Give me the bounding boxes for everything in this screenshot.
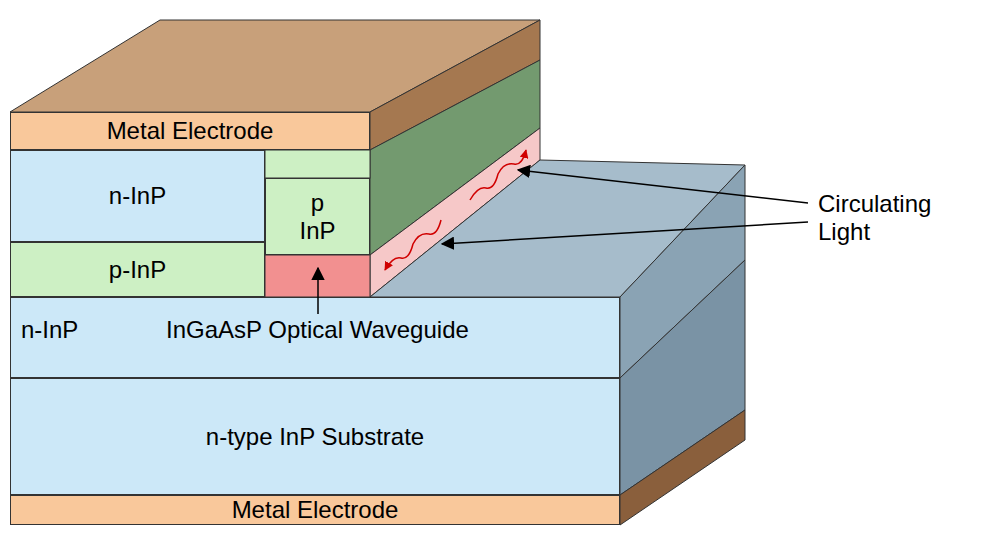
substrate-side-face [620,260,745,495]
leader-arrow [518,170,808,203]
layer-label: n-InP [21,316,78,344]
waveguide-label: InGaAsP Optical Waveguide [166,316,469,344]
bottom-electrode-side-face [620,410,745,525]
layer-label: p InP [292,189,344,244]
electrode-top-face [10,20,540,112]
n-inp-layer: n-InP [10,150,265,242]
p-inp-column: p InP [265,178,370,255]
layer-label: Metal Electrode [232,496,399,524]
layer-label: n-InP [109,182,166,210]
metal-electrode-front: Metal Electrode [10,495,620,525]
ridge-side-face [370,60,540,255]
light-wave [470,150,526,200]
substrate-layer: n-type InP Substrate [10,378,620,495]
leader-arrow [442,222,808,244]
p-inp-cap [265,150,370,178]
base-top-face [370,160,745,297]
layer-label: n-type InP Substrate [206,423,424,451]
metal-electrode-front: Metal Electrode [10,112,370,150]
layer-label: p-InP [109,256,166,284]
waveguide-front [265,255,370,297]
p-inp-layer: p-InP [10,242,265,297]
layer-label: Metal Electrode [107,117,274,145]
leader-arrow [317,268,319,314]
callout-label: Circulating Light [818,190,968,245]
light-wave [385,220,441,270]
waveguide-side-face [370,128,540,297]
n-inp-side-face [620,165,745,378]
electrode-side-face [370,20,540,150]
